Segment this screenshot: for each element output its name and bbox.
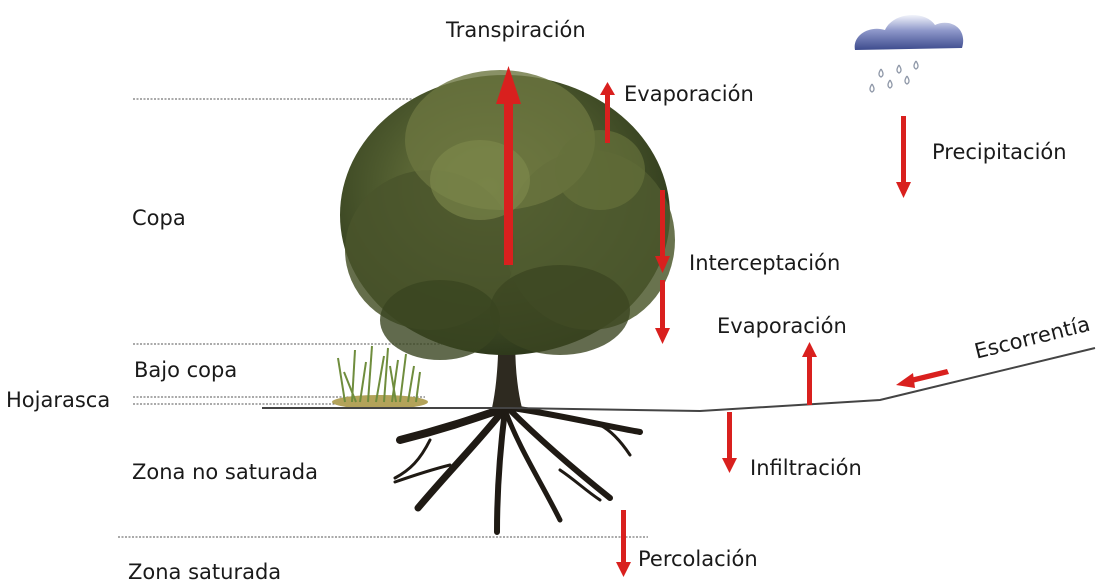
roots-icon — [395, 408, 640, 532]
precipitacion-arrow — [896, 116, 911, 198]
label-evaporacion-suelo: Evaporación — [717, 316, 847, 337]
label-precipitacion: Precipitación — [932, 142, 1067, 163]
label-interceptacion: Interceptación — [689, 253, 840, 274]
label-zona-saturada: Zona saturada — [128, 562, 281, 583]
label-zona-no-saturada: Zona no saturada — [132, 462, 318, 483]
label-infiltracion: Infiltración — [750, 458, 862, 479]
label-hojarasca: Hojarasca — [6, 390, 110, 411]
percolacion-arrow — [616, 510, 631, 577]
infiltracion-arrow — [722, 412, 737, 473]
evaporacion-suelo-arrow — [802, 342, 817, 405]
label-evaporacion-copa: Evaporación — [624, 84, 754, 105]
label-transpiracion: Transpiración — [446, 20, 586, 41]
label-bajo-copa: Bajo copa — [134, 360, 237, 381]
label-copa: Copa — [132, 208, 186, 229]
label-percolacion: Percolación — [638, 549, 758, 570]
rain-cloud-icon — [855, 15, 964, 92]
